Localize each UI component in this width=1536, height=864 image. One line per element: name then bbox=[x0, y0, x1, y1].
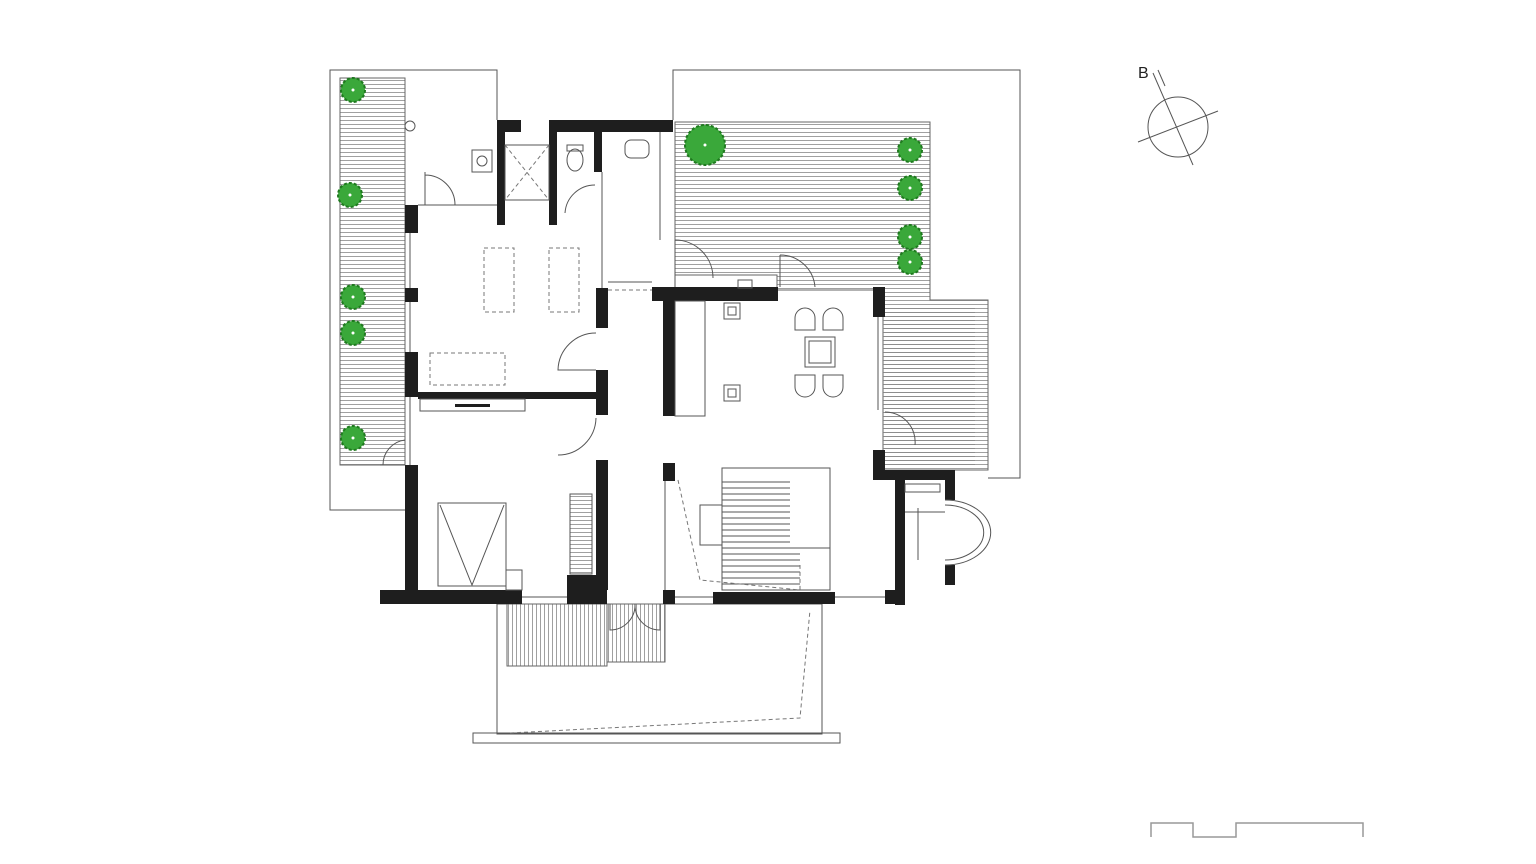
compass-label: B bbox=[1138, 65, 1149, 82]
tree-icon bbox=[340, 320, 366, 346]
tree-icon bbox=[340, 284, 366, 310]
tree-icon bbox=[684, 124, 726, 166]
furniture bbox=[419, 247, 844, 591]
bed bbox=[437, 502, 507, 587]
drain-icon bbox=[404, 120, 416, 132]
washbasin-icon bbox=[624, 139, 650, 159]
tree-icon bbox=[897, 175, 923, 201]
staircase bbox=[677, 467, 831, 591]
walls bbox=[380, 120, 955, 605]
tree-icon bbox=[340, 77, 366, 103]
scale-bar bbox=[1150, 822, 1364, 838]
wardrobe bbox=[569, 493, 593, 575]
sink-icon bbox=[471, 149, 493, 173]
tree-icon bbox=[337, 182, 363, 208]
compass: B bbox=[1137, 65, 1219, 166]
left-terrace bbox=[329, 69, 498, 511]
toilet-icon bbox=[566, 148, 584, 172]
right-terrace bbox=[672, 69, 1021, 479]
tree-icon bbox=[897, 249, 923, 275]
bay-window bbox=[904, 483, 992, 566]
bottom-terrace bbox=[472, 603, 841, 744]
tree-icon bbox=[897, 224, 923, 250]
interior-lines bbox=[409, 132, 885, 598]
tree-icon bbox=[897, 137, 923, 163]
doors bbox=[380, 172, 916, 631]
trees bbox=[337, 77, 923, 451]
bathroom-fixtures bbox=[471, 139, 650, 201]
tree-icon bbox=[340, 425, 366, 451]
kitchen-counter bbox=[674, 300, 706, 417]
dining-table bbox=[804, 336, 836, 368]
